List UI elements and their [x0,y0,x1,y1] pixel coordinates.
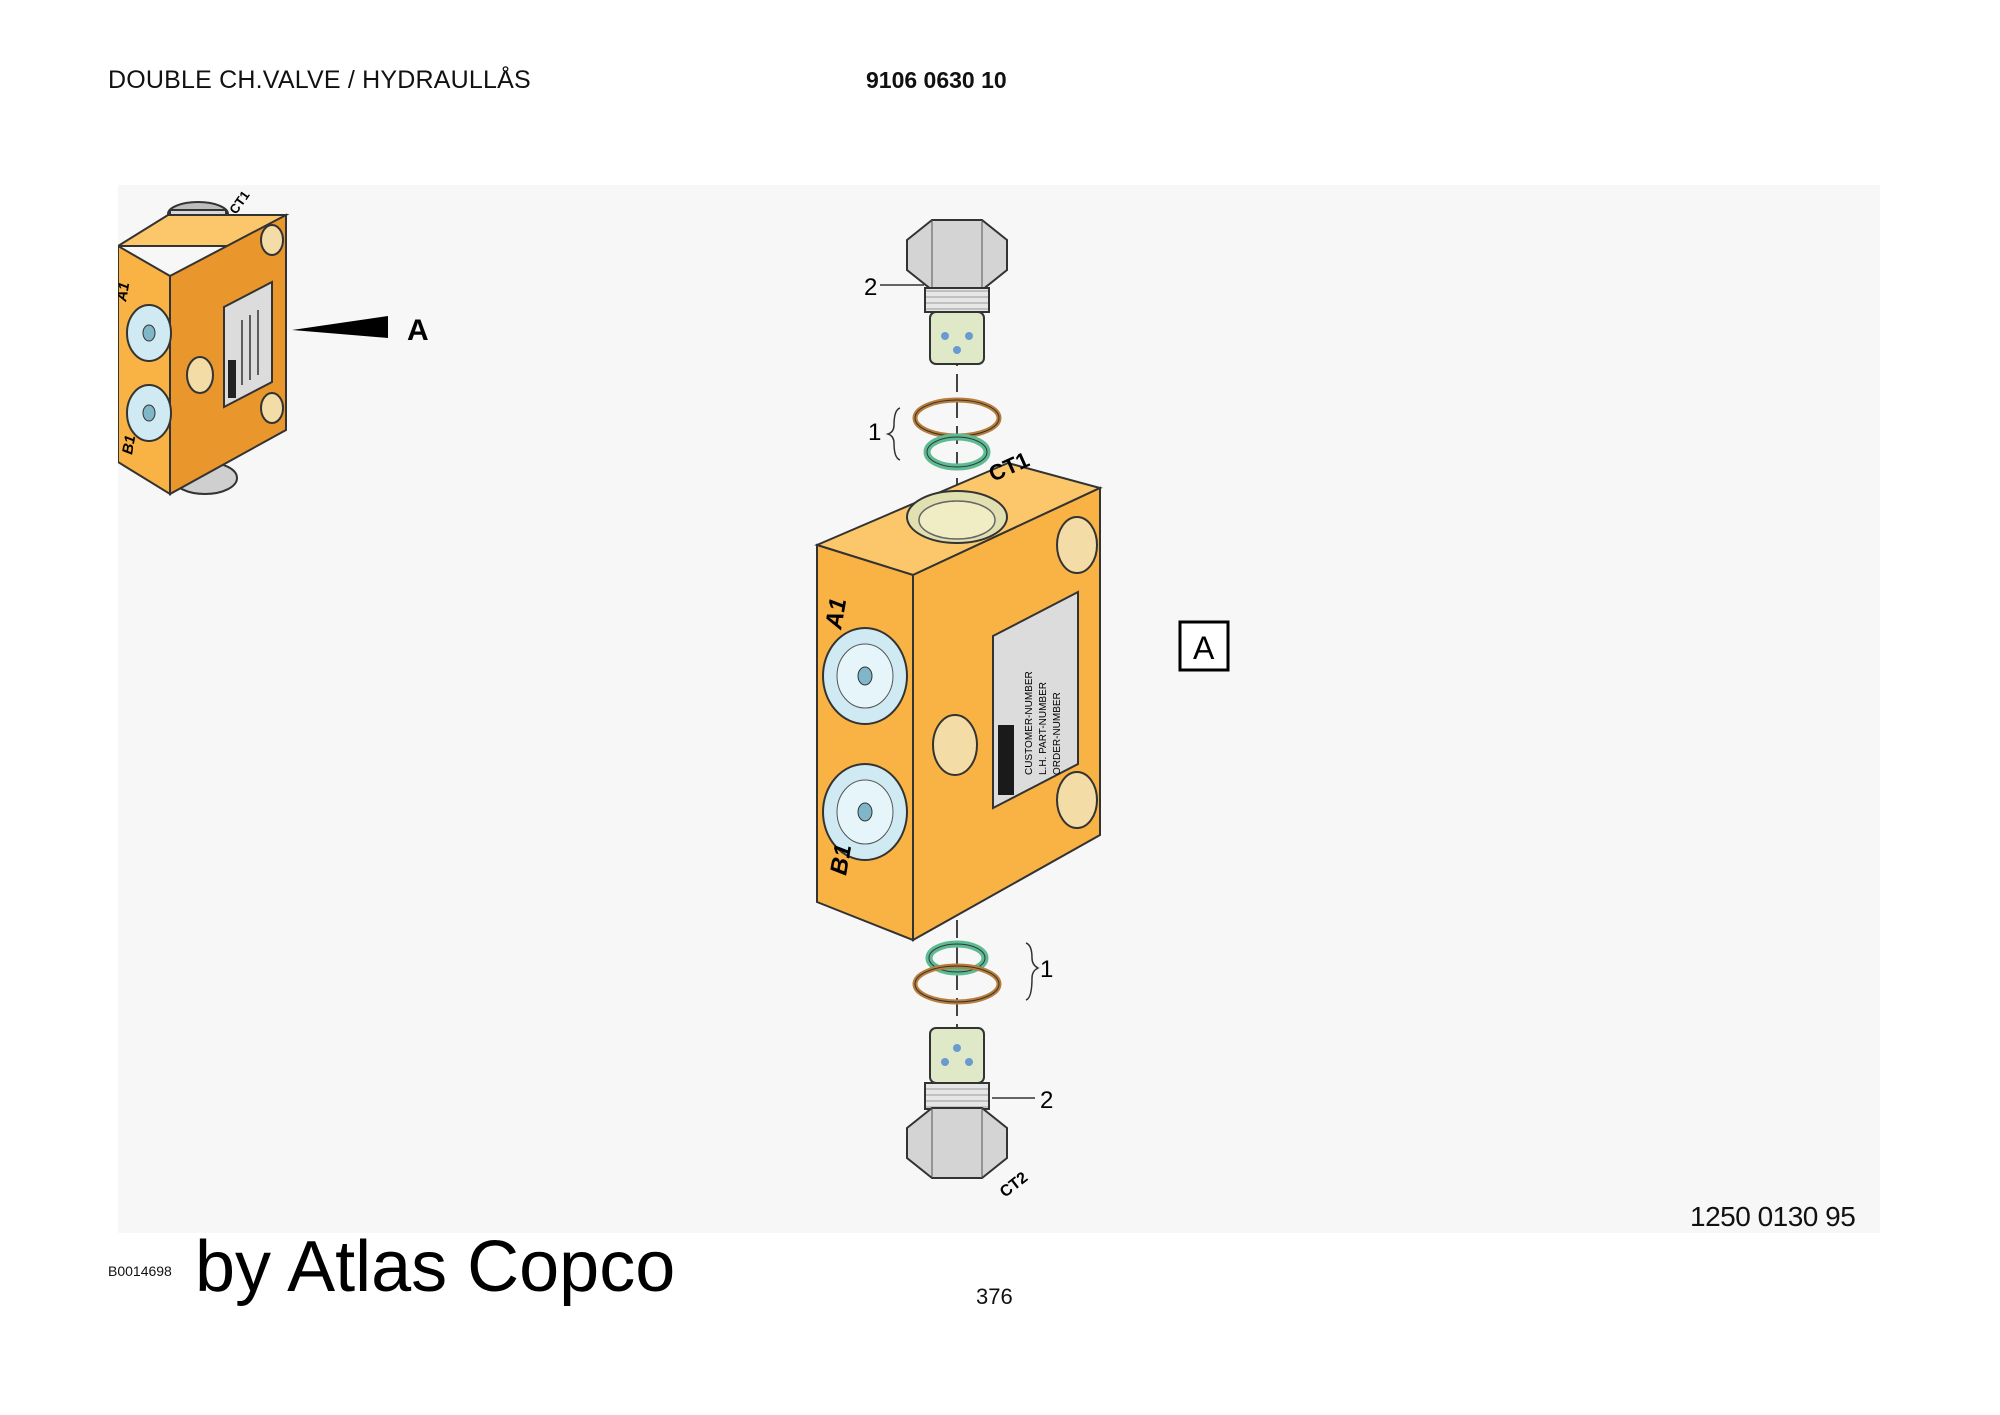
drawing-code: 1250 0130 95 [1690,1201,1856,1232]
overview-port-a1-label: A1 [118,281,133,304]
plate-line-3: ORDER-NUMBER [1052,692,1063,775]
callout-2-bottom: 2 [1040,1087,1053,1114]
watermark-text: by Atlas Copco [195,1227,676,1307]
exploded-view-figure: A1 B1 CT1 A 2 1 [118,185,1880,1233]
overview-port-ct1-label: CT1 [226,188,252,217]
view-a-box-label: A [1193,630,1215,666]
overview-valve [118,201,388,496]
part-number: 9106 0630 10 [866,67,1007,93]
valve-drawing: A1 B1 CT1 A 2 1 [118,188,1230,1201]
view-marker-label: A [407,314,429,347]
seal-set-bottom [912,940,1002,1005]
page-number: 376 [976,1284,1013,1309]
callout-1-bottom: 1 [1040,956,1053,983]
valve-block [814,461,1103,942]
port-b1-label: B1 [825,842,857,877]
image-id: B0014698 [108,1263,172,1279]
seal-set-top [912,397,1002,471]
plate-line-1: CUSTOMER-NUMBER [1024,671,1035,775]
callout-2-top: 2 [864,274,877,301]
view-a-box [1178,620,1230,672]
plate-line-2: L.H. PART-NUMBER [1038,682,1049,775]
document-title: DOUBLE CH.VALVE / HYDRAULLÅS [108,66,531,94]
name-plate [992,590,1079,810]
overview-port-b1-label: B1 [119,434,139,456]
check-valve-plug-bottom [906,1027,1008,1179]
check-valve-plug-top [906,219,1008,365]
atlas-copco-logo [998,725,1014,795]
port-ct2-label: CT2 [997,1169,1031,1201]
port-a1-label: A1 [820,596,852,632]
callout-1-top: 1 [868,419,881,446]
